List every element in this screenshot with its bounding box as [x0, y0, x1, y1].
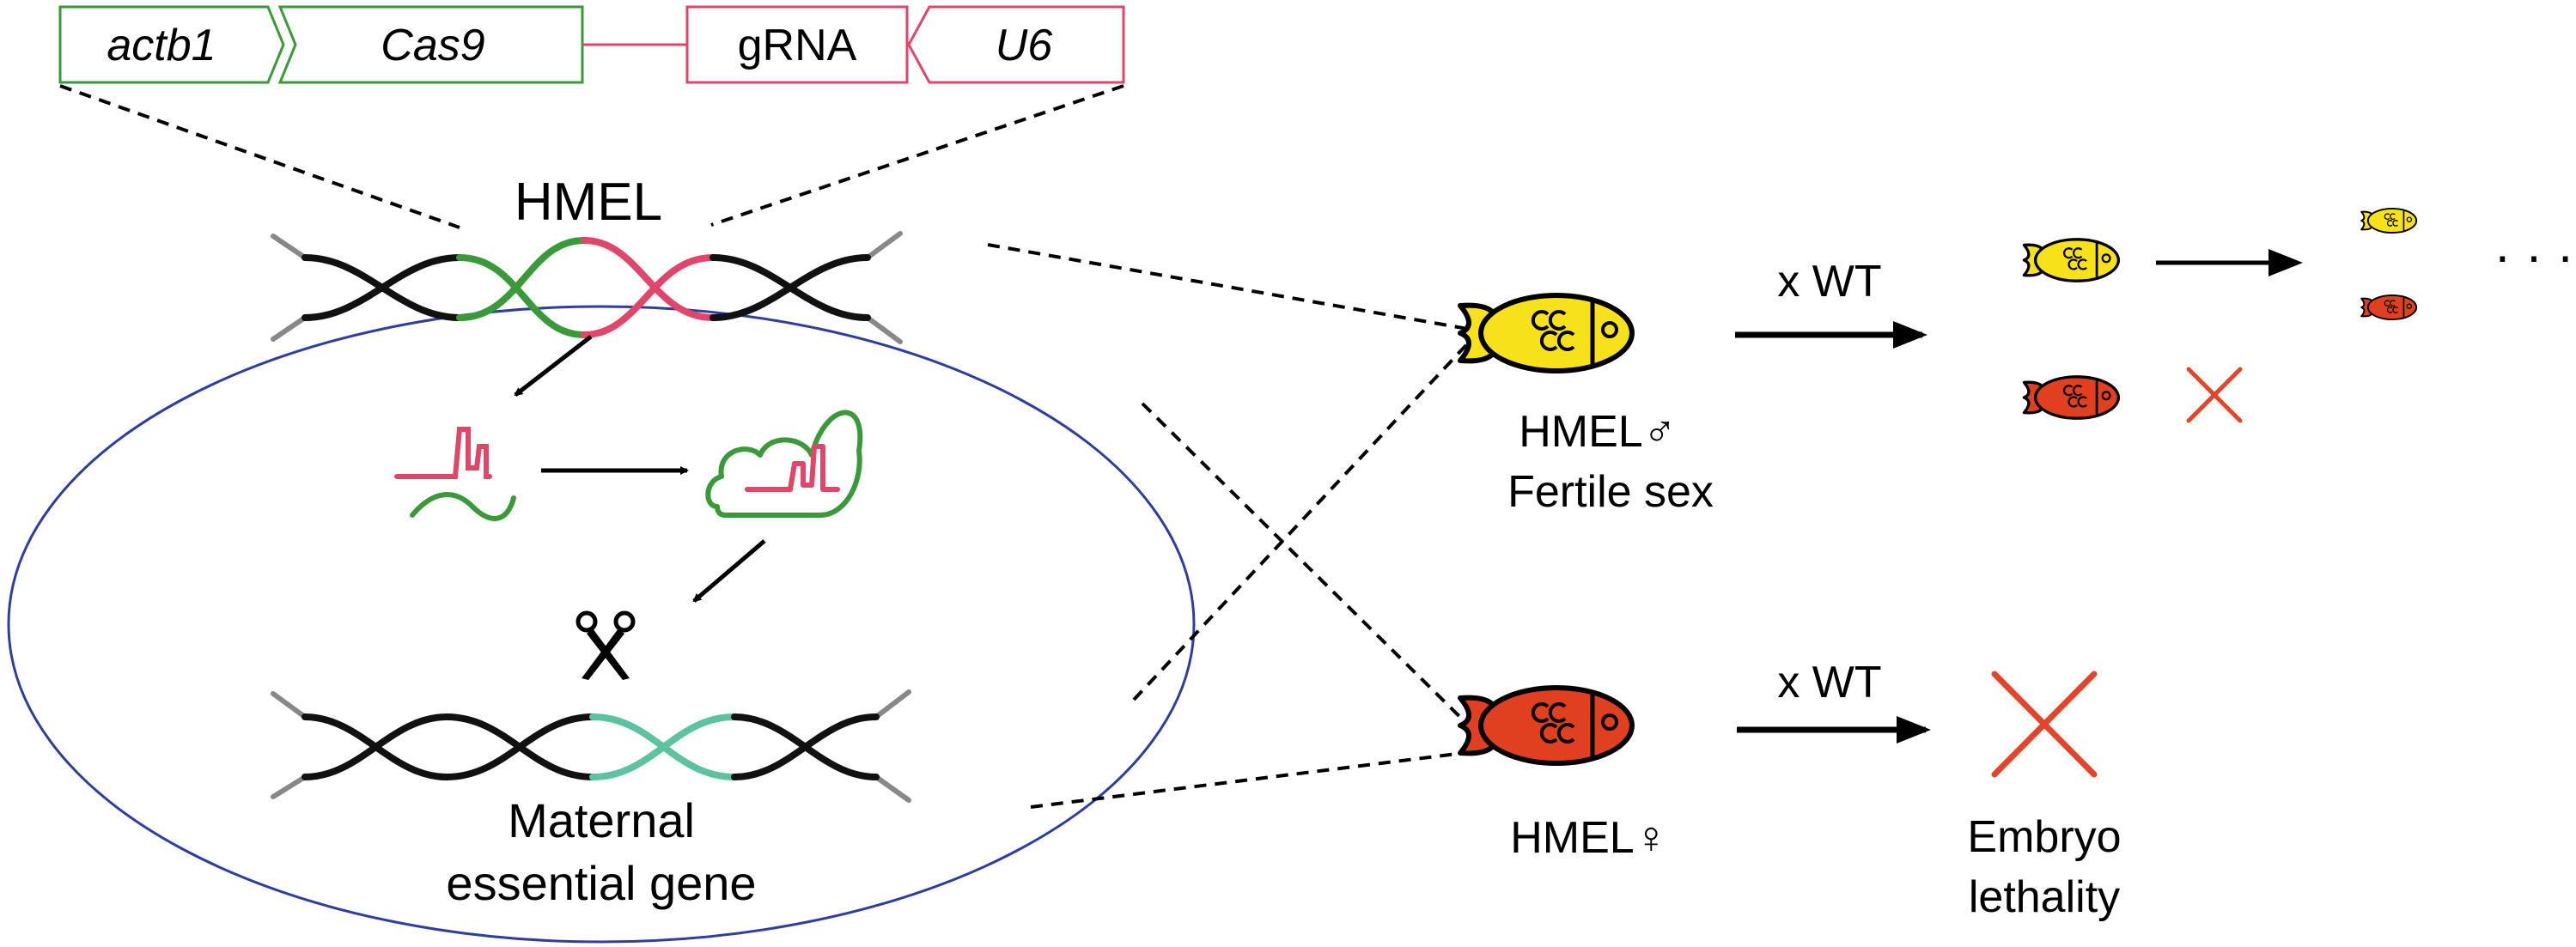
cross-icon [2186, 367, 2243, 423]
arrow-cleavage [692, 539, 766, 603]
u6-label: U6 [996, 21, 1053, 70]
cas9-grna-complex [705, 410, 863, 518]
fish-icon [2360, 294, 2418, 321]
grna-box [685, 5, 909, 84]
transcripts [394, 427, 516, 521]
arrow-transcription [514, 335, 593, 397]
construct-diagram: actb1 Cas9 gRNA U6 [58, 5, 1125, 84]
target-gene-label-line1: Maternal [508, 793, 695, 847]
target-gene-label-line2: essential gene [446, 856, 756, 910]
fish-icon [2360, 207, 2418, 234]
actb1-label: actb1 [107, 21, 216, 70]
scissors-icon [575, 610, 636, 680]
cross-icon [1991, 671, 2098, 778]
fish-icon [1460, 295, 1632, 371]
dna-helix-hmel [271, 231, 903, 344]
cas9-label: Cas9 [381, 21, 484, 70]
male-cross-label: x WT [1777, 257, 1881, 307]
actb1-promoter-box [58, 5, 285, 84]
male-fertile-label: Fertile sex [1507, 467, 1714, 517]
male-hmel-label: HMEL♂ [1519, 407, 1676, 457]
fish-icon [1460, 688, 1632, 763]
fish-icon [2022, 238, 2121, 282]
cell-ellipse [7, 305, 1196, 944]
female-cross-label: x WT [1777, 658, 1881, 707]
continuation-dots: · · · [2494, 227, 2573, 284]
dna-helix-target [271, 689, 911, 803]
embryo-label: Embryo [1967, 812, 2121, 862]
grna-label: gRNA [738, 21, 857, 70]
cas9-box [277, 5, 584, 84]
construct-to-locus-lines [59, 84, 1124, 229]
hmel-locus-label: HMEL [515, 173, 662, 232]
female-hmel-label: HMEL♀ [1510, 813, 1667, 863]
fish-icon [2022, 375, 2121, 420]
u6-promoter-box [907, 5, 1125, 84]
lethality-label: lethality [1969, 872, 2120, 922]
cell-to-fish-lines [987, 243, 1479, 809]
